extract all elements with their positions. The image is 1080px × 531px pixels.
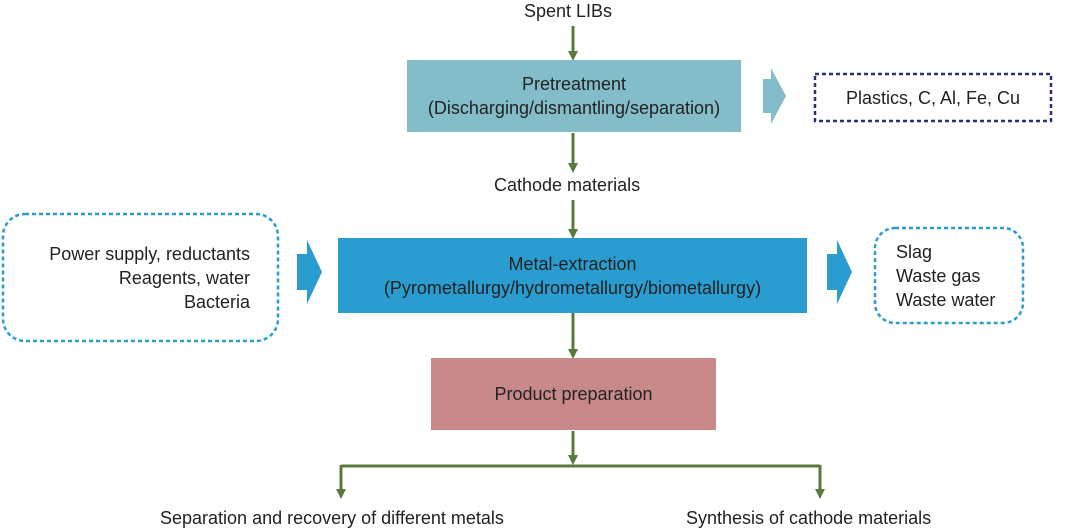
branch-right-label: Synthesis of cathode materials — [686, 508, 932, 528]
inputs-box: Power supply, reductants Reagents, water… — [3, 214, 278, 341]
pretreatment-output-text: Plastics, C, Al, Fe, Cu — [845, 87, 1021, 108]
pretreatment-box: Pretreatment (Discharging/dismantling/se… — [407, 60, 741, 132]
outputs-line-2: Waste gas — [896, 265, 981, 286]
pretreatment-output-border — [813, 72, 1053, 123]
arrow-inputs-to-extraction — [297, 240, 322, 304]
product-box-bg — [431, 358, 716, 430]
outputs-line-3: Waste water — [896, 289, 996, 310]
spent-libs-label: Spent LIBs — [524, 1, 613, 21]
pretreatment-title: Pretreatment — [521, 74, 627, 94]
cathode-materials-label: Cathode materials — [494, 175, 641, 195]
arrow-extraction-to-outputs — [827, 240, 852, 304]
arrow-pretreatment-to-output — [763, 68, 786, 124]
branch-left-label: Separation and recovery of different met… — [160, 508, 504, 528]
inputs-line-1: Power supply, reductants — [49, 243, 250, 264]
extraction-box: Metal-extraction (Pyrometallurgy/hydrome… — [338, 238, 807, 313]
extraction-title: Metal-extraction — [508, 253, 637, 274]
pretreatment-subtitle: (Discharging/dismantling/separation) — [427, 98, 721, 118]
product-box: Product preparation — [431, 358, 716, 430]
outputs-line-1: Slag — [896, 241, 933, 262]
outputs-box-border — [873, 226, 1025, 325]
outputs-box: Slag Waste gas Waste water — [875, 228, 1023, 323]
pretreatment-box-bg — [407, 60, 741, 132]
extraction-subtitle: (Pyrometallurgy/hydrometallurgy/biometal… — [383, 277, 762, 298]
extraction-box-bg — [338, 238, 807, 313]
pretreatment-output-box: Plastics, C, Al, Fe, Cu — [815, 74, 1051, 121]
product-title: Product preparation — [494, 384, 653, 404]
inputs-line-2: Reagents, water — [118, 267, 250, 288]
inputs-line-3: Bacteria — [183, 291, 250, 312]
inputs-box-border — [1, 212, 280, 343]
